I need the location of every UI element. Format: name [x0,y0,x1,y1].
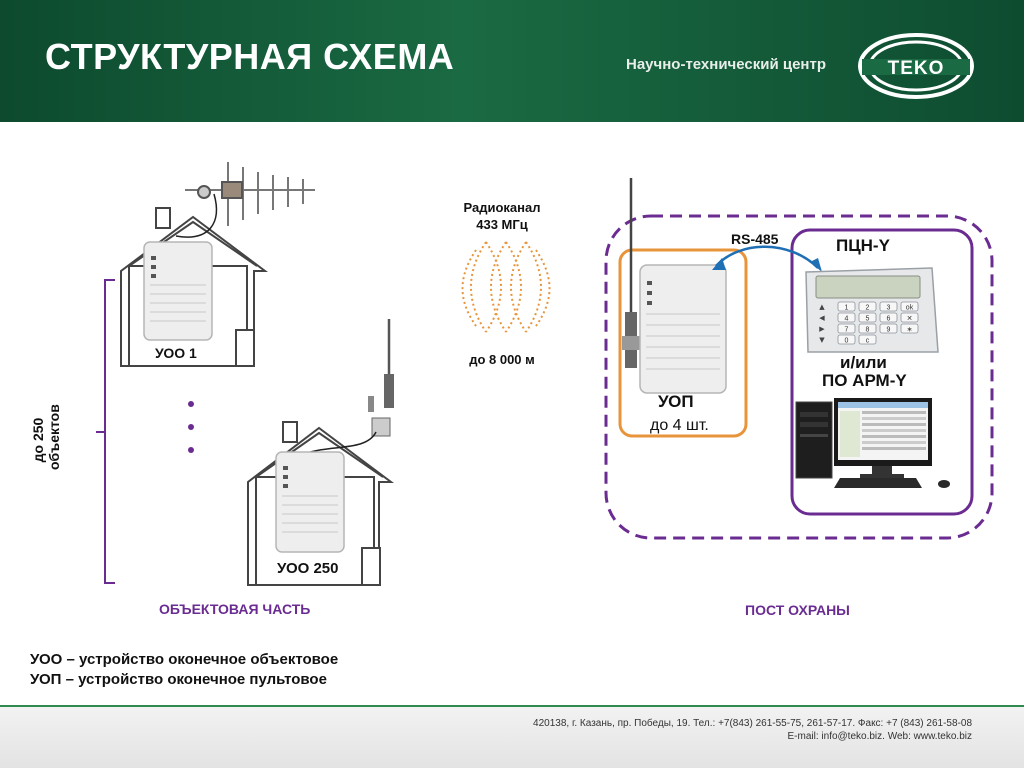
keypad-key-label: 3 [887,305,891,312]
range-label: до 8 000 м [469,352,535,367]
whip-antenna-uoo250 [368,319,394,437]
computer-icon [795,398,950,488]
footer-address: 420138, г. Казань, пр. Победы, 19. Тел.:… [533,718,972,729]
objects-word: объектов [46,404,62,470]
rs485-link-arrow [712,245,822,272]
keypad-key-label: 8 [866,327,870,334]
footer-bar [0,707,1024,768]
keypad-key-label: 4 [845,316,849,323]
keypad-key [900,301,919,312]
uop-antenna [622,178,640,368]
keypad-key-label: 7 [845,327,849,334]
objects-bracket [96,279,115,584]
keypad-key [900,323,919,334]
keypad-arrow-icon: ▼ [819,336,825,344]
keypad-arrow-icon: ▲ [819,303,825,311]
device-uoo1 [143,241,213,341]
keypad-key [837,312,856,323]
footer-contacts: 420138, г. Казань, пр. Победы, 19. Тел.:… [533,717,972,743]
company-tagline: Научно-технический центр [626,56,827,73]
legend: УОО – устройство оконечное объектовое УО… [30,650,338,690]
keypad-key-label: 5 [866,316,870,323]
keypad-key [900,312,919,323]
keypad-key-label: 6 [887,316,891,323]
uop-label: УОП [658,392,694,411]
device-uoo250 [275,451,345,553]
ellipsis-dot [188,447,194,453]
structure-diagram: 1 2 3 ok 4 5 6 ✕ 7 8 9 ∗ 0 c ▲ ◀ ▶ ▼ [96,162,994,586]
rs485-label: RS-485 [731,231,779,247]
footer-web: E-mail: info@teko.biz. Web: www.teko.biz [787,731,972,742]
keypad-key-label: 0 [845,338,849,345]
uoo250-label: УОО 250 [277,560,339,577]
keypad-key [879,323,898,334]
or-label: и/или [840,353,887,372]
ellipsis-dot [188,424,194,430]
keypad-key [879,301,898,312]
legend-uop: УОП – устройство оконечное пультовое [30,671,327,688]
keypad-key [837,301,856,312]
footer-divider [0,705,1024,707]
keypad-key [837,334,856,345]
keypad-key-label: ✕ [907,316,913,323]
keypad-key-label: 2 [866,305,870,312]
keypad-keys: 1 2 3 ok 4 5 6 ✕ 7 8 9 ∗ 0 c ▲ ◀ ▶ ▼ [819,301,919,345]
radio-channel-label: Радиоканал 433 МГц [444,199,560,233]
object-part-caption: ОБЪЕКТОВАЯ ЧАСТЬ [159,601,311,617]
radio-line1: Радиоканал [463,200,541,215]
security-post-region [604,214,994,540]
ellipsis-dot [188,401,194,407]
keypad-key-label: ∗ [907,327,913,334]
teko-logo: TEKO [858,33,974,99]
keypad-key [879,312,898,323]
radio-wave-icon [461,241,551,333]
keypad-key-label: 9 [887,327,891,334]
page-title: СТРУКТУРНАЯ СХЕМА [45,36,455,77]
radio-line2: 433 МГц [476,217,528,232]
arm-label: ПО АРМ-Y [822,371,907,390]
objects-count-label: до 250 объектов [30,404,62,470]
legend-uoo: УОО – устройство оконечное объектовое [30,651,339,668]
keypad-arrow-icon: ▶ [819,325,825,333]
keypad-key [858,323,877,334]
keypad-arrow-icon: ◀ [819,314,825,322]
pcn-arm-region [790,228,974,516]
yagi-antenna [185,162,315,226]
keypad-key-label: c [866,338,870,345]
device-uop [639,264,727,394]
keypad-key-label: ok [906,305,914,312]
keypad-key [858,301,877,312]
uop-count-label: до 4 шт. [650,417,709,434]
security-post-caption: ПОСТ ОХРАНЫ [745,602,850,618]
header-banner [0,0,1024,122]
svg-text:TEKO: TEKO [888,58,945,79]
objects-count: до 250 [30,417,46,463]
keypad-key-label: 1 [845,305,849,312]
pcn-label: ПЦН-Y [836,236,890,255]
keypad-key [837,323,856,334]
uoo1-label: УОО 1 [155,345,197,361]
uop-region [618,248,748,438]
keypad-key [858,312,877,323]
keypad-key [858,334,877,345]
